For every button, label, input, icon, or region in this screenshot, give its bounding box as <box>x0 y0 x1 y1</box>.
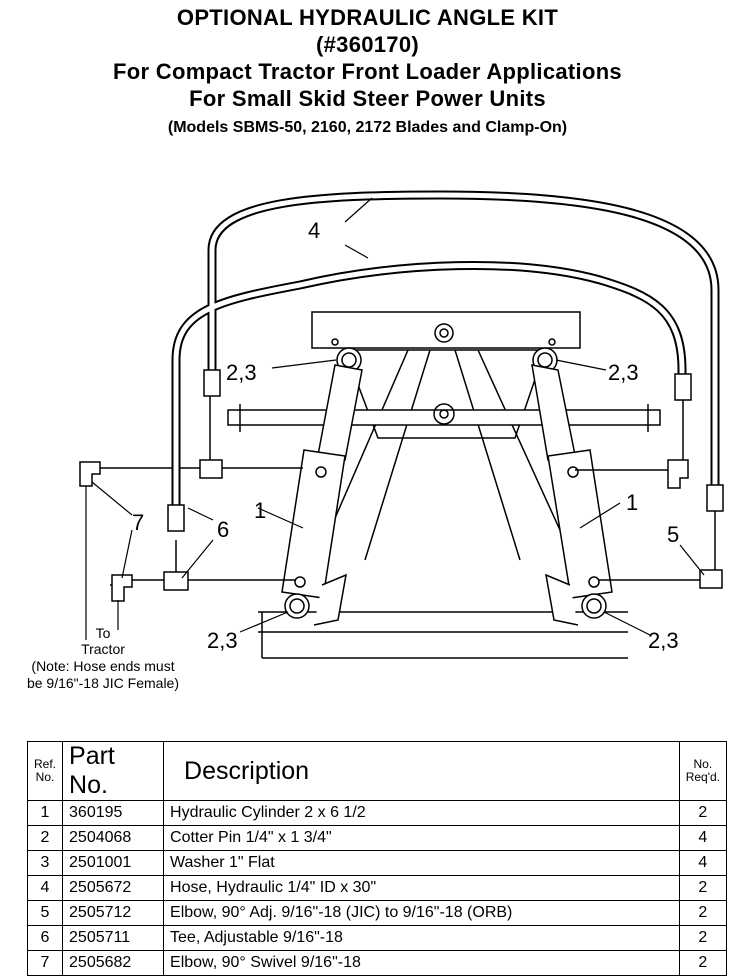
title-line-2: (#360170) <box>316 32 419 57</box>
cylinder-right <box>547 449 613 599</box>
table-row: 1 360195 Hydraulic Cylinder 2 x 6 1/2 2 <box>26 800 728 826</box>
title-line-1: OPTIONAL HYDRAULIC ANGLE KIT <box>176 5 559 30</box>
parts-table: Ref.No. Part No. Description No.Req'd. 1… <box>26 741 728 976</box>
cell-ref: 1 <box>26 800 64 826</box>
parts-table-header: Ref.No. Part No. Description No.Req'd. <box>26 741 728 801</box>
callout-elbow-swivel: 7 <box>132 510 144 535</box>
title-block: OPTIONAL HYDRAULIC ANGLE KIT (#360170) F… <box>0 4 735 138</box>
callout-hose: 4 <box>308 218 320 243</box>
callout-tee: 6 <box>217 517 229 542</box>
cell-ref: 6 <box>26 925 64 951</box>
table-row: 7 2505682 Elbow, 90° Swivel 9/16"-18 2 <box>26 950 728 976</box>
title-line-3: For Compact Tractor Front Loader Applica… <box>113 59 622 84</box>
cell-description: Elbow, 90° Adj. 9/16"-18 (JIC) to 9/16"-… <box>163 900 680 926</box>
cell-part: 2505712 <box>62 900 165 926</box>
callout-cylinder-right: 1 <box>626 490 638 515</box>
header-part-no: Part No. <box>62 741 165 801</box>
callout-pin-washer-ur: 2,3 <box>608 360 639 385</box>
cell-description: Cotter Pin 1/4" x 1 3/4" <box>163 825 680 851</box>
cell-qty: 2 <box>678 925 728 951</box>
cell-description: Hydraulic Cylinder 2 x 6 1/2 <box>163 800 680 826</box>
table-row: 2 2504068 Cotter Pin 1/4" x 1 3/4" 4 <box>26 825 728 851</box>
cell-description: Elbow, 90° Swivel 9/16"-18 <box>163 950 680 976</box>
callout-cylinder-left: 1 <box>254 498 266 523</box>
cell-ref: 7 <box>26 950 64 976</box>
table-row: 3 2501001 Washer 1" Flat 4 <box>26 850 728 876</box>
cell-description: Hose, Hydraulic 1/4" ID x 30" <box>163 875 680 901</box>
tee-fitting-upper <box>199 459 223 479</box>
elbow-adj-upper <box>667 459 689 489</box>
header-qty: No.Req'd. <box>678 741 728 801</box>
cell-qty: 2 <box>678 900 728 926</box>
cylinder-left <box>281 449 346 599</box>
cell-ref: 3 <box>26 850 64 876</box>
cell-part: 2501001 <box>62 850 165 876</box>
base-frame <box>258 611 628 659</box>
table-row: 5 2505712 Elbow, 90° Adj. 9/16"-18 (JIC)… <box>26 900 728 926</box>
note-line-2: be 9/16"-18 JIC Female) <box>27 675 179 691</box>
subtitle: (Models SBMS-50, 2160, 2172 Blades and C… <box>167 119 568 136</box>
elbow-swivel-upper <box>79 461 101 487</box>
elbow-swivel-lower <box>111 574 133 602</box>
header-description: Description <box>163 741 680 801</box>
cell-part: 2505682 <box>62 950 165 976</box>
elbow-adj-lower <box>699 569 723 589</box>
cell-part: 2505672 <box>62 875 165 901</box>
callout-elbow-adj: 5 <box>667 522 679 547</box>
cell-description: Tee, Adjustable 9/16"-18 <box>163 925 680 951</box>
table-row: 6 2505711 Tee, Adjustable 9/16"-18 2 <box>26 925 728 951</box>
tractor-label: Tractor <box>81 641 125 657</box>
cell-qty: 2 <box>678 950 728 976</box>
cell-part: 2505711 <box>62 925 165 951</box>
header-ref: Ref.No. <box>26 741 64 801</box>
cell-part: 2504068 <box>62 825 165 851</box>
tee-fitting-lower <box>163 571 189 591</box>
cell-qty: 4 <box>678 825 728 851</box>
callout-pin-washer-lr: 2,3 <box>648 628 679 653</box>
note-line-1: (Note: Hose ends must <box>31 658 174 674</box>
cell-ref: 4 <box>26 875 64 901</box>
to-label: To <box>96 625 111 641</box>
title-line-4: For Small Skid Steer Power Units <box>189 86 546 111</box>
cell-part: 360195 <box>62 800 165 826</box>
cell-qty: 2 <box>678 875 728 901</box>
callout-pin-washer-ll: 2,3 <box>207 628 238 653</box>
cell-ref: 2 <box>26 825 64 851</box>
table-row: 4 2505672 Hose, Hydraulic 1/4" ID x 30" … <box>26 875 728 901</box>
cell-ref: 5 <box>26 900 64 926</box>
hose-end-fitting <box>203 369 221 397</box>
callout-pin-washer-ul: 2,3 <box>226 360 257 385</box>
cell-qty: 4 <box>678 850 728 876</box>
cell-description: Washer 1" Flat <box>163 850 680 876</box>
cell-qty: 2 <box>678 800 728 826</box>
